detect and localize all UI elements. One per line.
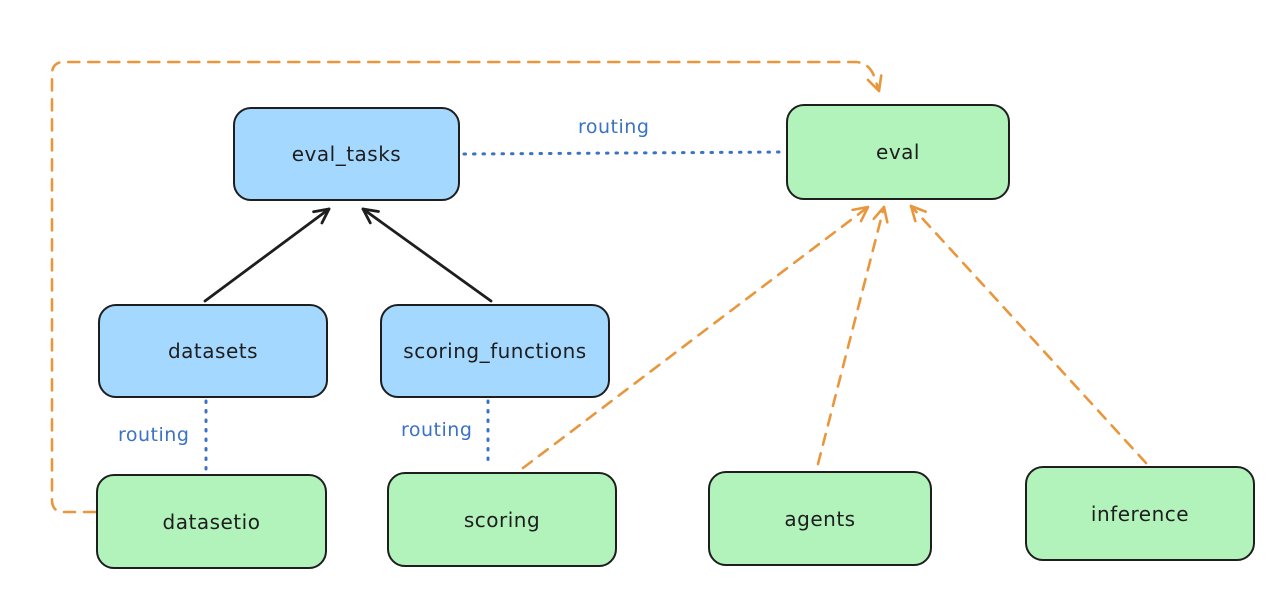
edge-scoring-to-eval xyxy=(521,205,870,470)
node-datasetio-label: datasetio xyxy=(162,509,261,534)
node-datasetio: datasetio xyxy=(96,474,327,569)
node-scoring-functions: scoring_functions xyxy=(380,304,610,398)
edge-routing-eval-tasks-to-eval xyxy=(462,150,787,156)
node-datasets-label: datasets xyxy=(167,339,259,363)
node-scoring-label: scoring xyxy=(463,507,541,532)
node-inference: inference xyxy=(1025,466,1255,561)
edge-inference-to-eval xyxy=(909,204,1148,465)
node-eval: eval xyxy=(786,104,1010,200)
node-eval-tasks: eval_tasks xyxy=(233,107,460,201)
edge-datasetio-to-eval xyxy=(50,60,883,514)
edge-datasets-to-eval-tasks xyxy=(203,207,331,303)
edge-agents-to-eval xyxy=(816,205,889,466)
node-scoring: scoring xyxy=(387,472,617,567)
node-agents-label: agents xyxy=(784,506,856,531)
node-eval-label: eval xyxy=(876,140,920,164)
edge-label-routing-eval-tasks-eval: routing xyxy=(578,116,650,138)
node-eval-tasks-label: eval_tasks xyxy=(291,142,402,166)
edge-scoring-functions-to-eval-tasks xyxy=(361,207,493,303)
node-scoring-functions-label: scoring_functions xyxy=(403,339,587,363)
edge-label-routing-scoring-functions-scoring: routing xyxy=(401,419,473,441)
node-datasets: datasets xyxy=(98,304,328,398)
node-inference-label: inference xyxy=(1090,501,1190,526)
node-agents: agents xyxy=(708,471,932,566)
edge-label-routing-datasets-datasetio: routing xyxy=(118,424,190,446)
